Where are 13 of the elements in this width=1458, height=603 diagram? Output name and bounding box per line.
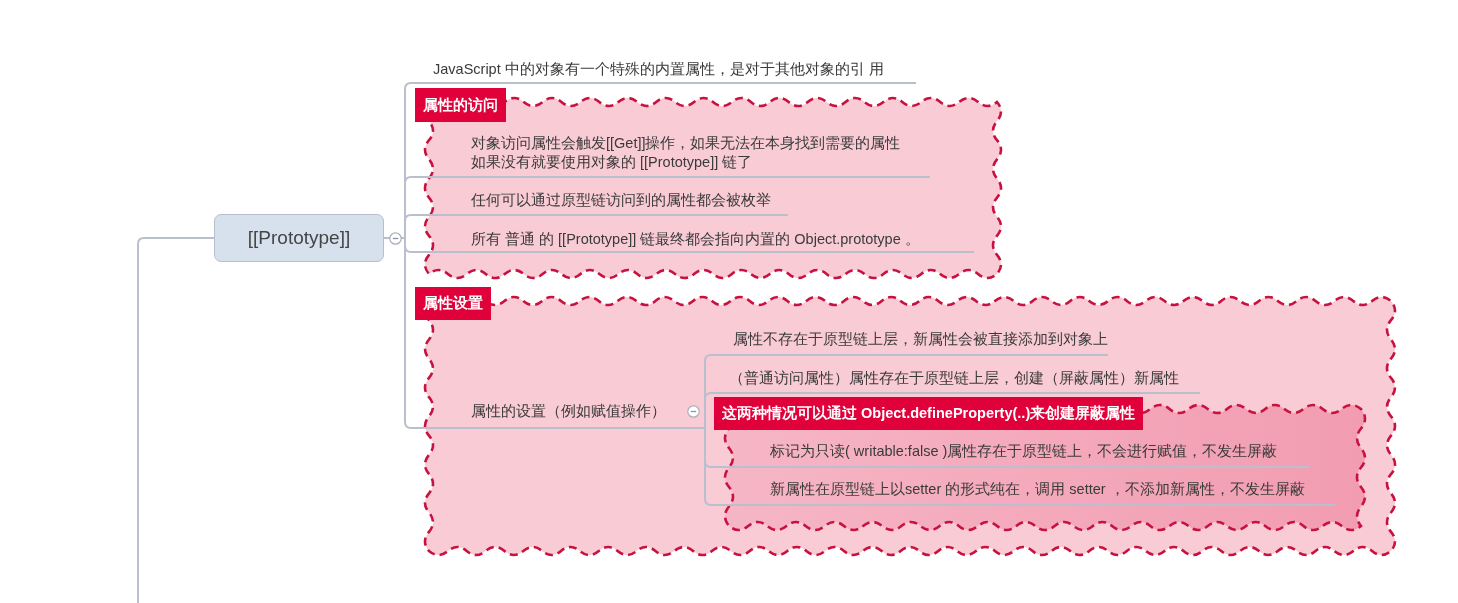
branch-topic: 标记为只读( writable:false )属性存在于原型链上，不会进行赋值，不发生屏蔽: [712, 439, 1310, 468]
branch-topic: 任何可以通过原型链访问到的属性都会被枚举: [418, 188, 788, 216]
boundary-label: 这两种情况可以通过 Object.defineProperty(..)来创建屏蔽属性: [714, 397, 1144, 430]
connector: [137, 237, 215, 603]
boundary-label: 属性的访问: [415, 88, 506, 122]
branch-topic: 新属性在原型链上以setter 的形式纯在，调用 setter ，不添加新属性，不发生屏蔽: [712, 477, 1335, 506]
topic-box: [[Prototype]]: [214, 214, 384, 262]
boundary-label: 属性设置: [415, 287, 491, 320]
branch-topic: 对象访问属性会触发[[Get]]操作，如果无法在本身找到需要的属性如果没有就要使用对象的 [[Prototype]] 链了: [418, 131, 930, 178]
branch-topic: （普通访问属性）属性存在于原型链上层，创建（屏蔽属性）新属性: [712, 366, 1200, 394]
branch-topic: 属性不存在于原型链上层，新属性会被直接添加到对象上: [712, 327, 1108, 356]
branch-topic: 所有 普通 的 [[Prototype]] 链最终都会指向内置的 Object.prototype 。: [418, 227, 974, 253]
branch-topic: JavaScript 中的对象有一个特殊的内置属性，是对于其他对象的引 用: [412, 57, 916, 84]
